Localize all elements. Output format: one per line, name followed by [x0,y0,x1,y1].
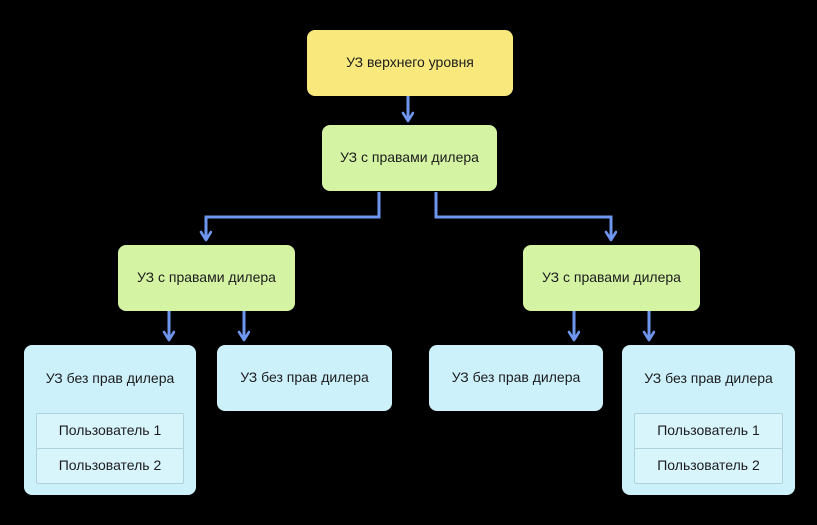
node-label: УЗ без прав дилера [240,369,369,386]
node-label: УЗ верхнего уровня [346,54,474,71]
node-label: УЗ без прав дилера [644,370,773,387]
connector-dealer-main-to-right [434,192,611,240]
node-top-level-account: УЗ верхнего уровня [307,30,513,96]
node-no-dealer-leaf-3: УЗ без прав дилера [429,345,603,411]
user-entry: Пользователь 2 [634,448,783,484]
node-no-dealer-leaf-2: УЗ без прав дилера [217,345,392,411]
node-dealer-account-left: УЗ с правами дилера [118,245,295,311]
connector-dealer-main-to-left [206,192,381,240]
node-label: УЗ без прав дилера [45,370,175,387]
node-label: УЗ с правами дилера [137,269,276,286]
node-dealer-account-main: УЗ с правами дилера [322,125,497,191]
node-no-dealer-leaf-1: УЗ без прав дилера Пользователь 1 Пользо… [24,345,196,495]
node-no-dealer-leaf-4: УЗ без прав дилера Пользователь 1 Пользо… [622,345,795,495]
user-label: Пользователь 2 [657,457,760,474]
node-dealer-account-right: УЗ с правами дилера [523,245,700,311]
user-label: Пользователь 1 [657,422,760,439]
node-label: УЗ с правами дилера [340,149,479,166]
user-entry: Пользователь 1 [634,413,783,449]
user-entry: Пользователь 1 [36,413,184,449]
user-label: Пользователь 2 [58,457,162,474]
node-label: УЗ с правами дилера [542,269,681,286]
user-entry: Пользователь 2 [36,448,184,484]
node-label: УЗ без прав дилера [451,369,581,386]
user-label: Пользователь 1 [58,422,162,439]
